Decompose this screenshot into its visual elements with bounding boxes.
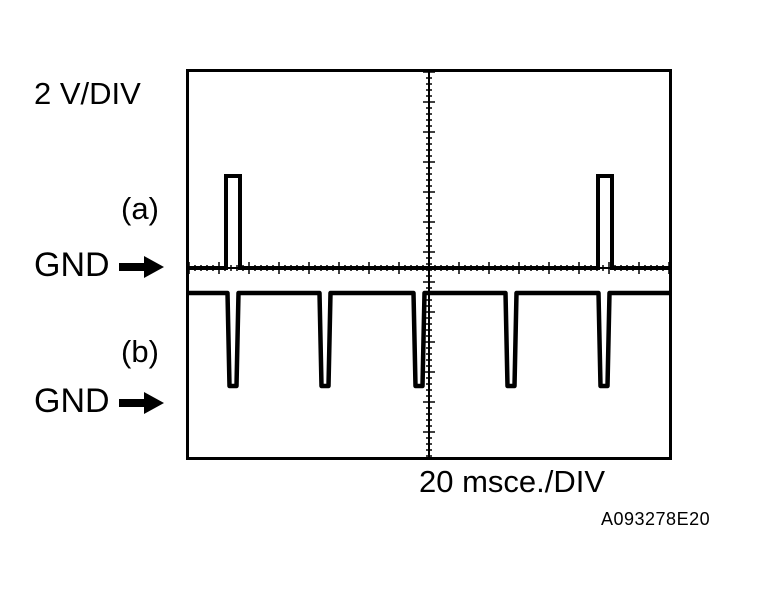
figure-code: A093278E20 [601,509,711,529]
waveform-b-trace [189,290,669,389]
gnd-b-arrow-icon [118,391,164,414]
gnd-a-arrow-icon [118,255,164,278]
trace-b-label: (b) [121,334,159,369]
gnd-b-label: GND [34,382,110,420]
oscilloscope-traces [189,72,669,457]
time-per-div-label: 20 msce./DIV [419,464,606,499]
trace-a-label: (a) [121,191,159,226]
gnd-row-b: GND [34,384,165,418]
gnd-row-a: GND [34,248,165,282]
volts-per-div-label: 2 V/DIV [34,76,141,111]
oscilloscope-screen [186,69,672,460]
gnd-a-label: GND [34,246,110,284]
waveform-a-trace [189,174,669,270]
